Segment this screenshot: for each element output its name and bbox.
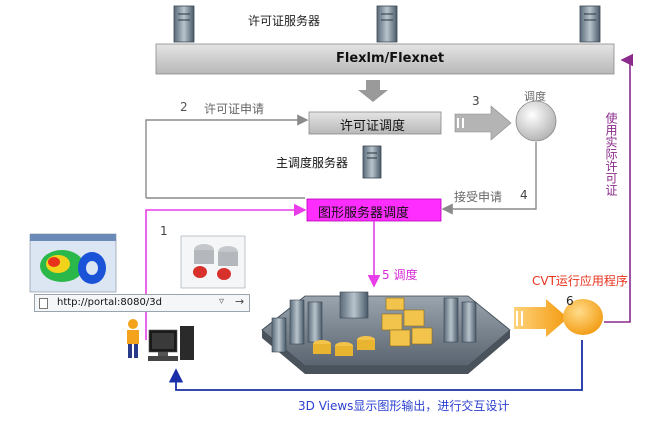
step3-arrow-icon (454, 105, 512, 141)
step2-number: 2 (180, 100, 188, 114)
url-bar[interactable]: http://portal:8080/3d ▿ → (34, 294, 250, 312)
step2-connector (145, 114, 309, 198)
computer-icon (148, 326, 194, 361)
flexlm-bar-label: Flexlm/Flexnet (336, 51, 445, 66)
server-farm-image (261, 291, 511, 374)
step4-connector (441, 142, 537, 215)
step6-number: 6 (566, 294, 574, 308)
license-server-icon-3 (579, 5, 601, 43)
flexlm-bar (155, 43, 615, 75)
step2-label: 许可证申请 (204, 102, 265, 116)
dropdown-icon[interactable]: ▿ (219, 296, 225, 307)
cvt-arrow-icon (514, 299, 568, 337)
footer-label: 3D Views显示图形输出，进行交互设计 (298, 399, 510, 413)
graphic-dispatch-label: 图形服务器调度 (318, 206, 410, 221)
license-dispatch-bar (308, 111, 442, 135)
parts-screenshot-image (180, 235, 246, 289)
output-connector (168, 340, 583, 391)
dispatch-circle (515, 100, 557, 142)
step4-label: 接受申请 (454, 190, 503, 204)
use-license-label: 使用实际许可证 (604, 112, 618, 196)
down-arrow-icon (358, 80, 388, 102)
license-server-label: 许可证服务器 (248, 14, 321, 28)
dispatch-circle-label: 调度 (524, 90, 546, 103)
step5-label: 5 调度 (382, 268, 418, 282)
user-icon (127, 319, 139, 358)
page-icon (39, 298, 48, 309)
use-license-connector (604, 53, 634, 323)
url-text[interactable]: http://portal:8080/3d (57, 297, 162, 308)
step3-number: 3 (472, 94, 480, 108)
step4-number: 4 (520, 188, 528, 202)
license-dispatch-label: 许可证调度 (340, 119, 406, 134)
cvt-circle (563, 299, 603, 335)
license-server-icon-2 (376, 5, 398, 43)
cvt-label: CVT运行应用程序 (532, 274, 628, 288)
license-server-icon-1 (173, 5, 195, 43)
main-server-label: 主调度服务器 (276, 156, 349, 170)
main-server-icon (362, 145, 382, 179)
step1-number: 1 (160, 224, 168, 238)
go-arrow-icon[interactable]: → (235, 295, 245, 308)
cae-screenshot-image (29, 233, 117, 293)
